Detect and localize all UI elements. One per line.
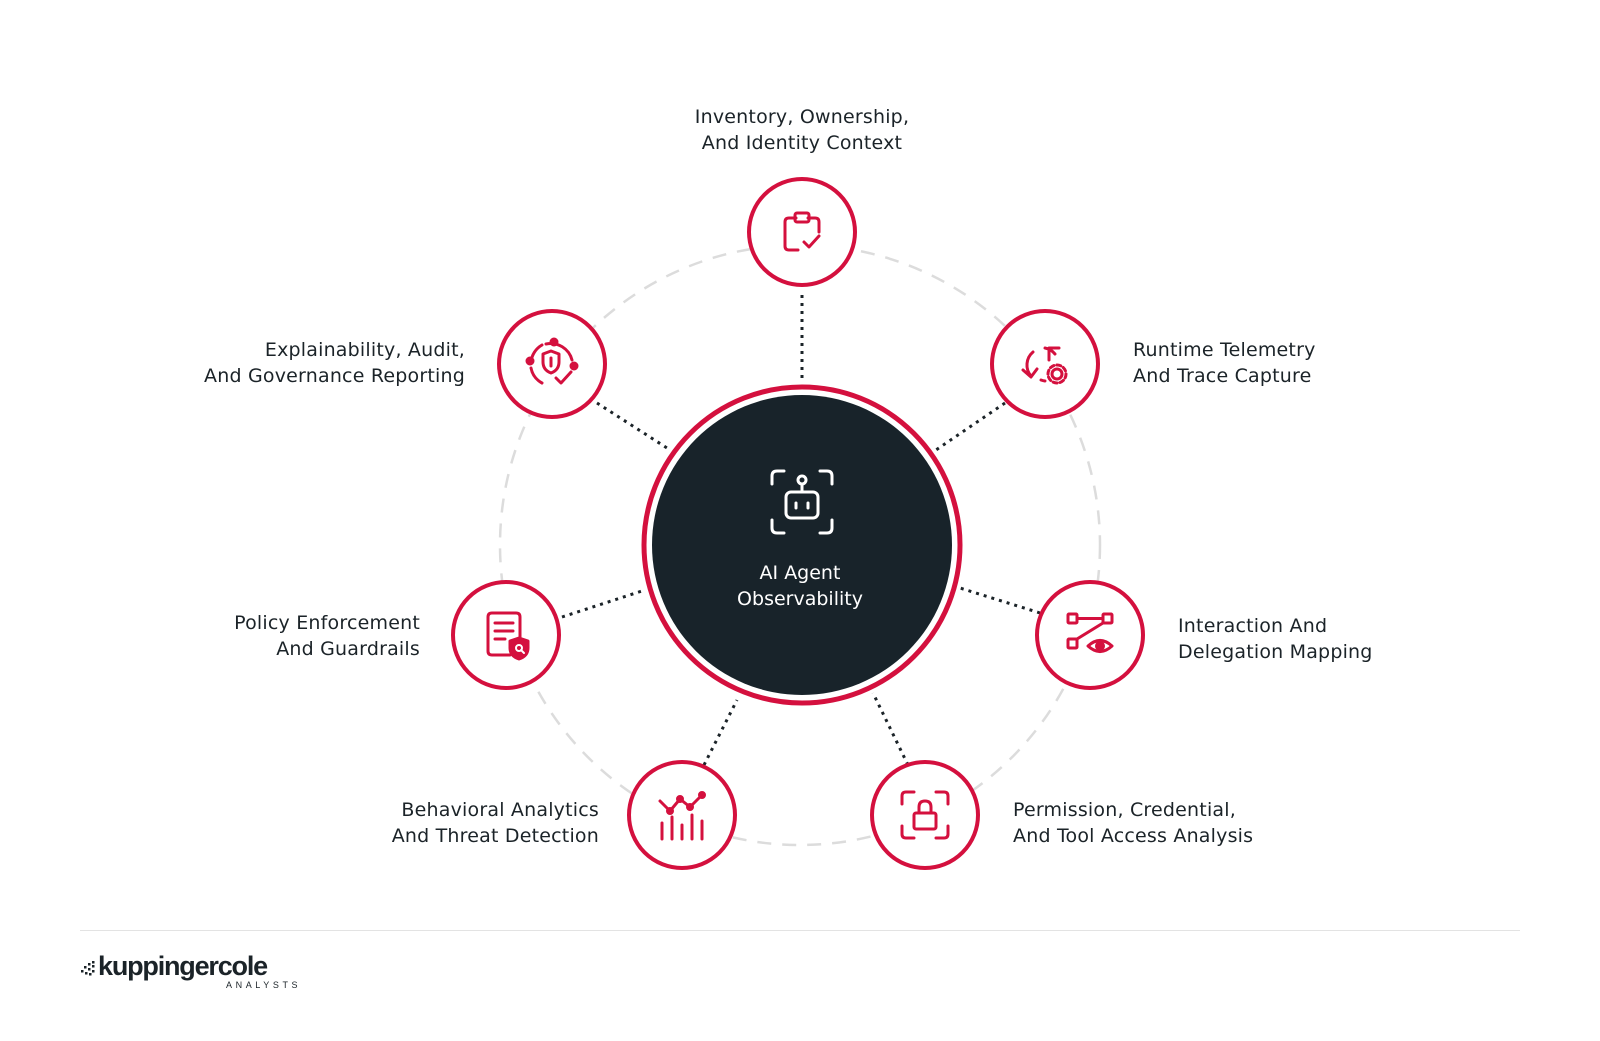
- label-interaction: Interaction And Delegation Mapping: [1178, 613, 1373, 665]
- node-explainability: [497, 309, 607, 419]
- label-policy-line1: Policy Enforcement: [234, 612, 420, 634]
- label-permission-line2: And Tool Access Analysis: [1013, 825, 1254, 847]
- connector-policy: [561, 588, 646, 619]
- node-permission: [870, 760, 980, 870]
- label-runtime-line2: And Trace Capture: [1133, 365, 1312, 387]
- footer-divider: [80, 930, 1520, 931]
- robot-icon: [770, 469, 834, 535]
- label-behavioral-line1: Behavioral Analytics: [401, 799, 599, 821]
- clipboard-check-icon: [783, 211, 821, 252]
- document-shield-icon: [486, 611, 530, 661]
- label-policy: Policy Enforcement And Guardrails: [120, 610, 420, 662]
- connector-interaction: [959, 586, 1041, 615]
- label-runtime-line1: Runtime Telemetry: [1133, 339, 1316, 361]
- label-behavioral-line2: And Threat Detection: [391, 825, 599, 847]
- label-explainability-line1: Explainability, Audit,: [264, 339, 465, 361]
- logo-wordmark: kuppingercole: [98, 951, 268, 981]
- label-inventory-line1: Inventory, Ownership,: [694, 106, 910, 128]
- workflow-eye-icon: [1066, 612, 1114, 653]
- node-interaction: [1035, 580, 1145, 690]
- connectors: [561, 295, 1041, 766]
- node-inventory: [747, 177, 857, 287]
- label-permission: Permission, Credential, And Tool Access …: [1013, 797, 1253, 849]
- label-inventory-line2: And Identity Context: [701, 132, 903, 154]
- center-label-line2: Observability: [737, 588, 863, 610]
- connector-behavioral: [702, 699, 739, 766]
- label-explainability: Explainability, Audit, And Governance Re…: [165, 337, 465, 389]
- logo-subtext: ANALYSTS: [226, 980, 302, 990]
- label-explainability-line2: And Governance Reporting: [204, 365, 465, 387]
- refresh-gear-icon: [1021, 346, 1068, 385]
- connector-runtime: [932, 401, 1006, 454]
- connector-permission: [871, 692, 910, 766]
- label-permission-line1: Permission, Credential,: [1013, 799, 1236, 821]
- node-policy: [451, 580, 561, 690]
- logo-dots-icon: [81, 961, 95, 976]
- lock-scan-icon: [900, 790, 950, 840]
- node-runtime: [990, 309, 1100, 419]
- label-interaction-line1: Interaction And: [1178, 615, 1328, 637]
- kuppingercole-logo: kuppingercole ANALYSTS: [80, 951, 340, 995]
- label-behavioral: Behavioral Analytics And Threat Detectio…: [299, 797, 599, 849]
- connector-explainability: [596, 401, 668, 450]
- observability-diagram: [451, 177, 1145, 870]
- chart-analytics-icon: [658, 791, 706, 841]
- label-runtime: Runtime Telemetry And Trace Capture: [1133, 337, 1316, 389]
- center-label-line1: AI Agent: [759, 562, 841, 584]
- label-interaction-line2: Delegation Mapping: [1178, 641, 1373, 663]
- label-policy-line2: And Guardrails: [276, 638, 420, 660]
- shield-cycle-icon: [525, 337, 579, 385]
- label-inventory: Inventory, Ownership, And Identity Conte…: [692, 104, 912, 156]
- center-label: AI Agent Observability: [690, 560, 910, 612]
- node-behavioral: [627, 760, 737, 870]
- center-disc: [652, 395, 952, 695]
